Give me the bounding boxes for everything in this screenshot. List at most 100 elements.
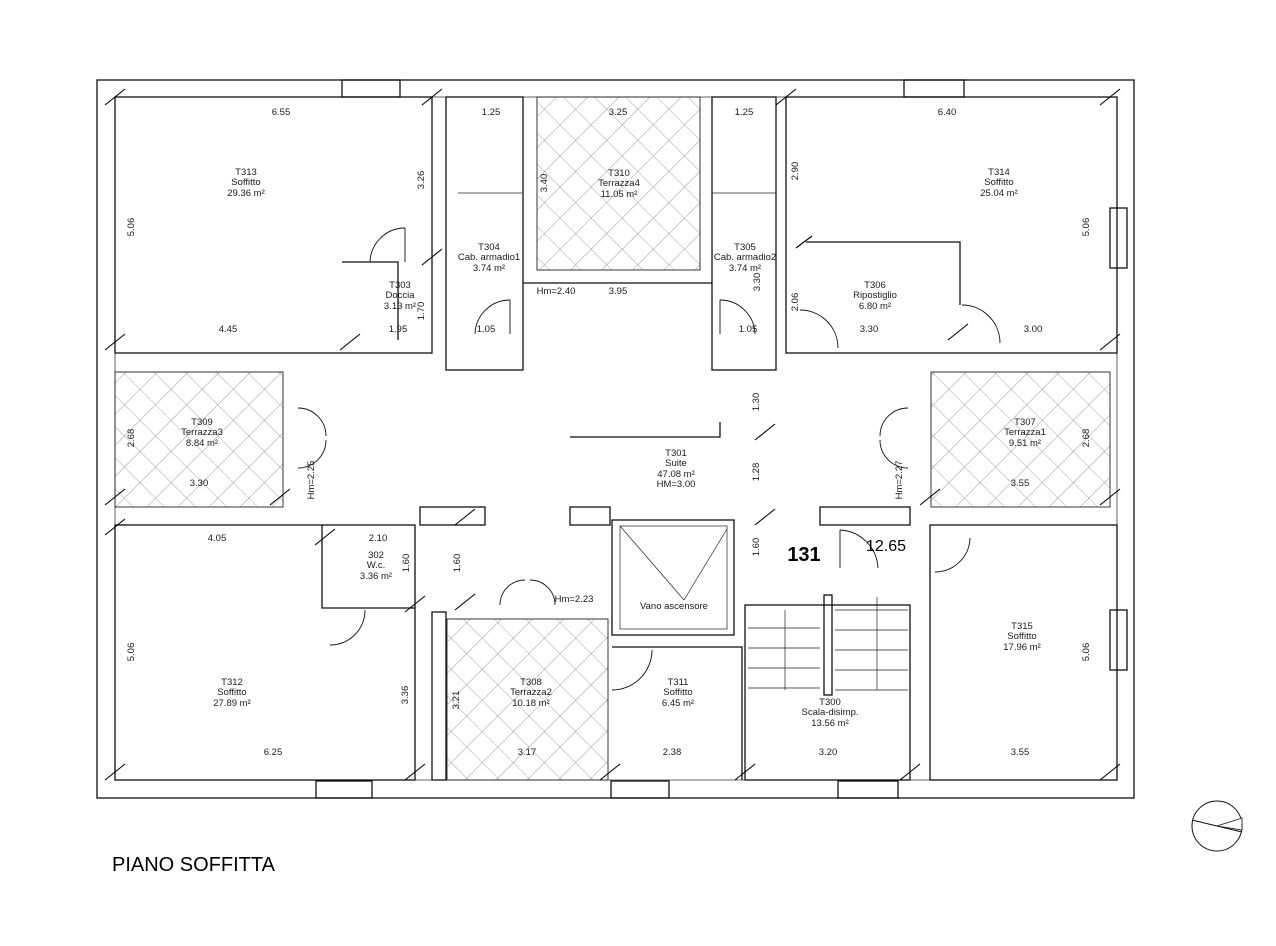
room-id: T301 xyxy=(665,448,687,459)
dimension: 1.05 xyxy=(477,324,496,335)
dimension: 4.05 xyxy=(208,533,227,544)
dimension: 4.45 xyxy=(219,324,238,335)
dimension: 1.25 xyxy=(482,107,501,118)
room-id: T308 xyxy=(520,677,542,688)
dimension: 3.25 xyxy=(609,107,628,118)
room-name: Terrazza2 xyxy=(510,687,552,698)
room-area: 11.05 m² xyxy=(601,189,638,200)
room-id: T309 xyxy=(191,417,213,428)
room-name: Soffitto xyxy=(663,687,692,698)
room-height: HM=3.00 xyxy=(657,479,696,490)
room-id: T313 xyxy=(235,167,257,178)
room-area: 3.74 m² xyxy=(729,263,761,274)
dimension: 2.90 xyxy=(790,162,801,181)
height-label: Hm=2.27 xyxy=(894,461,905,500)
dimension: 1.28 xyxy=(751,463,762,482)
dimensions-vertical: 5.06 3.26 3.40 2.90 5.06 3.30 2.06 1.70 … xyxy=(126,162,1092,710)
room-id: T305 xyxy=(734,242,756,253)
plan-title: PIANO SOFFITTA xyxy=(112,854,276,876)
height-label: Hm=2.25 xyxy=(306,461,317,500)
room-area: 9.51 m² xyxy=(1009,438,1041,449)
dimension: 2.10 xyxy=(369,533,388,544)
dimensions: 6.55 1.25 3.25 1.25 6.40 3.95 4.45 1.95 … xyxy=(190,107,1043,758)
room-id: T311 xyxy=(668,677,689,688)
room-area: 13.56 m² xyxy=(811,718,849,729)
dimension: 3.30 xyxy=(190,478,209,489)
height-label: Hm=2.23 xyxy=(555,594,594,605)
room-id: T300 xyxy=(819,697,841,708)
room-id: T304 xyxy=(478,242,500,253)
dimension: 3.21 xyxy=(451,691,462,710)
dimension: 5.06 xyxy=(1081,218,1092,237)
dimension: 2.68 xyxy=(1081,429,1092,448)
room-id: T303 xyxy=(389,280,411,291)
room-name: Soffitto xyxy=(984,177,1013,188)
room-area: 27.89 m² xyxy=(213,698,251,709)
height-label: Hm=2.40 xyxy=(537,286,576,297)
dimension: 3.30 xyxy=(860,324,879,335)
room-area: 8.84 m² xyxy=(186,438,218,449)
dimension: 5.06 xyxy=(126,643,137,662)
dimension: 3.30 xyxy=(752,273,763,292)
room-labels: T313 Soffitto 29.36 m² T310 Terrazza4 11… xyxy=(181,167,1046,729)
room-name: Doccia xyxy=(385,290,415,301)
dimension: 1.95 xyxy=(389,324,408,335)
dimension: 1.60 xyxy=(401,554,412,573)
room-area: 6.45 m² xyxy=(662,698,694,709)
dimension: 3.17 xyxy=(518,747,537,758)
dimension: 6.55 xyxy=(272,107,291,118)
room-id: T315 xyxy=(1011,621,1033,632)
dimension: 2.38 xyxy=(663,747,682,758)
room-name: Terrazza3 xyxy=(181,427,223,438)
level-mark: 12.65 xyxy=(866,538,906,555)
interior-walls xyxy=(114,96,1118,781)
room-name: Ripostiglio xyxy=(853,290,897,301)
room-area: 3.13 m² xyxy=(384,301,416,312)
dimension: 3.26 xyxy=(416,171,427,190)
dimension: 3.36 xyxy=(400,686,411,705)
dimension: 1.30 xyxy=(751,393,762,412)
elevator-shaft xyxy=(611,519,735,636)
room-name: Soffitto xyxy=(1007,631,1036,642)
room-area: 6.80 m² xyxy=(859,301,891,312)
room-name: Cab. armadio1 xyxy=(458,252,520,263)
compass-icon xyxy=(1191,800,1243,852)
elevator-label: Vano ascensore xyxy=(640,601,708,612)
room-name: Scala-disimp. xyxy=(801,707,858,718)
dimension: 3.00 xyxy=(1024,324,1043,335)
terraces xyxy=(114,96,1111,781)
room-area: 47.08 m² xyxy=(657,469,695,480)
room-id: T307 xyxy=(1014,417,1036,428)
unit-number: 131 xyxy=(787,544,820,566)
dimension: 5.06 xyxy=(126,218,137,237)
room-name: Cab. armadio2 xyxy=(714,252,776,263)
room-area: 29.36 m² xyxy=(227,188,265,199)
dimension: 3.55 xyxy=(1011,747,1030,758)
room-area: 25.04 m² xyxy=(980,188,1018,199)
room-id: T306 xyxy=(864,280,886,291)
room-id: T314 xyxy=(988,167,1010,178)
room-area: 17.96 m² xyxy=(1003,642,1041,653)
dimension: 3.55 xyxy=(1011,478,1030,489)
stairs xyxy=(748,594,908,696)
door-swings xyxy=(297,227,1001,691)
dimension: 6.40 xyxy=(938,107,957,118)
dimension: 1.05 xyxy=(739,324,758,335)
dimension: 3.95 xyxy=(609,286,628,297)
dimension: 3.20 xyxy=(819,747,838,758)
room-area: 3.74 m² xyxy=(473,263,505,274)
dimension: 3.40 xyxy=(539,174,550,193)
dimension: 6.25 xyxy=(264,747,283,758)
room-area: 3.36 m² xyxy=(360,571,392,582)
annotations: Hm=2.40 Hm=2.23 Hm=2.25 Hm=2.27 131 12.6… xyxy=(306,286,906,605)
room-name: Soffitto xyxy=(217,687,246,698)
dimension: 1.70 xyxy=(416,302,427,321)
dimension: 1.60 xyxy=(452,554,463,573)
dimension: 2.06 xyxy=(790,293,801,312)
room-name: Suite xyxy=(665,458,687,469)
room-id: 302 xyxy=(368,550,384,561)
room-area: 10.18 m² xyxy=(512,698,550,709)
dimension: 2.68 xyxy=(126,429,137,448)
room-id: T310 xyxy=(608,168,630,179)
